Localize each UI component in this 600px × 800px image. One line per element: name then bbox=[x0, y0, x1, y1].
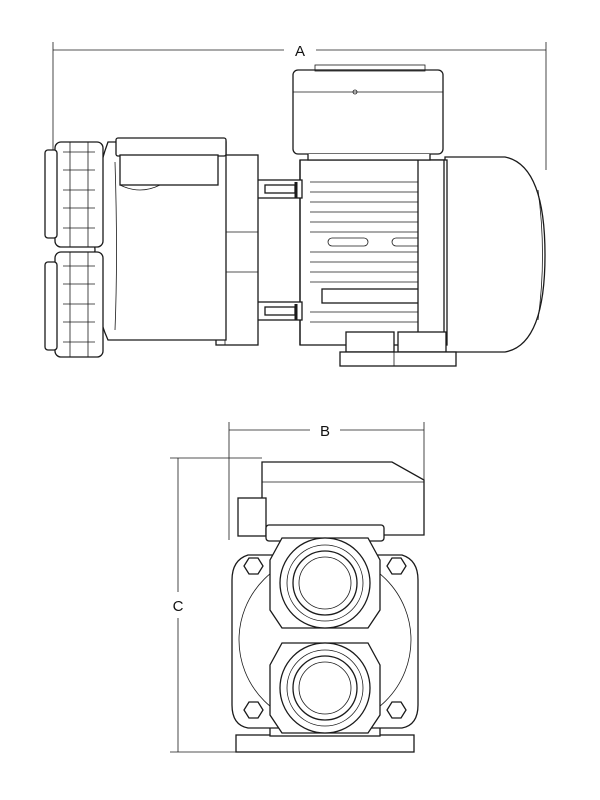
terminal-box-front bbox=[237, 461, 425, 537]
housing-bolts bbox=[243, 557, 407, 719]
motor-feet bbox=[339, 331, 457, 367]
dimension-b: B bbox=[228, 422, 425, 540]
dimension-c: C bbox=[170, 457, 262, 753]
tie-rods bbox=[249, 179, 303, 321]
motor-body bbox=[299, 159, 448, 347]
pump-front-view: B C bbox=[170, 422, 425, 753]
dimension-b-label: B bbox=[320, 423, 330, 440]
dimension-a-label: A bbox=[295, 43, 305, 60]
pump-side-view: A bbox=[44, 42, 547, 367]
union-fitting-bottom bbox=[44, 251, 104, 358]
pump-housing bbox=[93, 137, 227, 341]
union-fitting-top bbox=[44, 141, 104, 248]
union-inlet-front bbox=[269, 642, 381, 734]
terminal-box bbox=[292, 64, 444, 161]
dimension-a: A bbox=[52, 42, 547, 170]
dimension-c-label: C bbox=[173, 598, 184, 615]
union-outlet-front bbox=[269, 537, 381, 629]
motor-fan-cover bbox=[444, 156, 546, 353]
